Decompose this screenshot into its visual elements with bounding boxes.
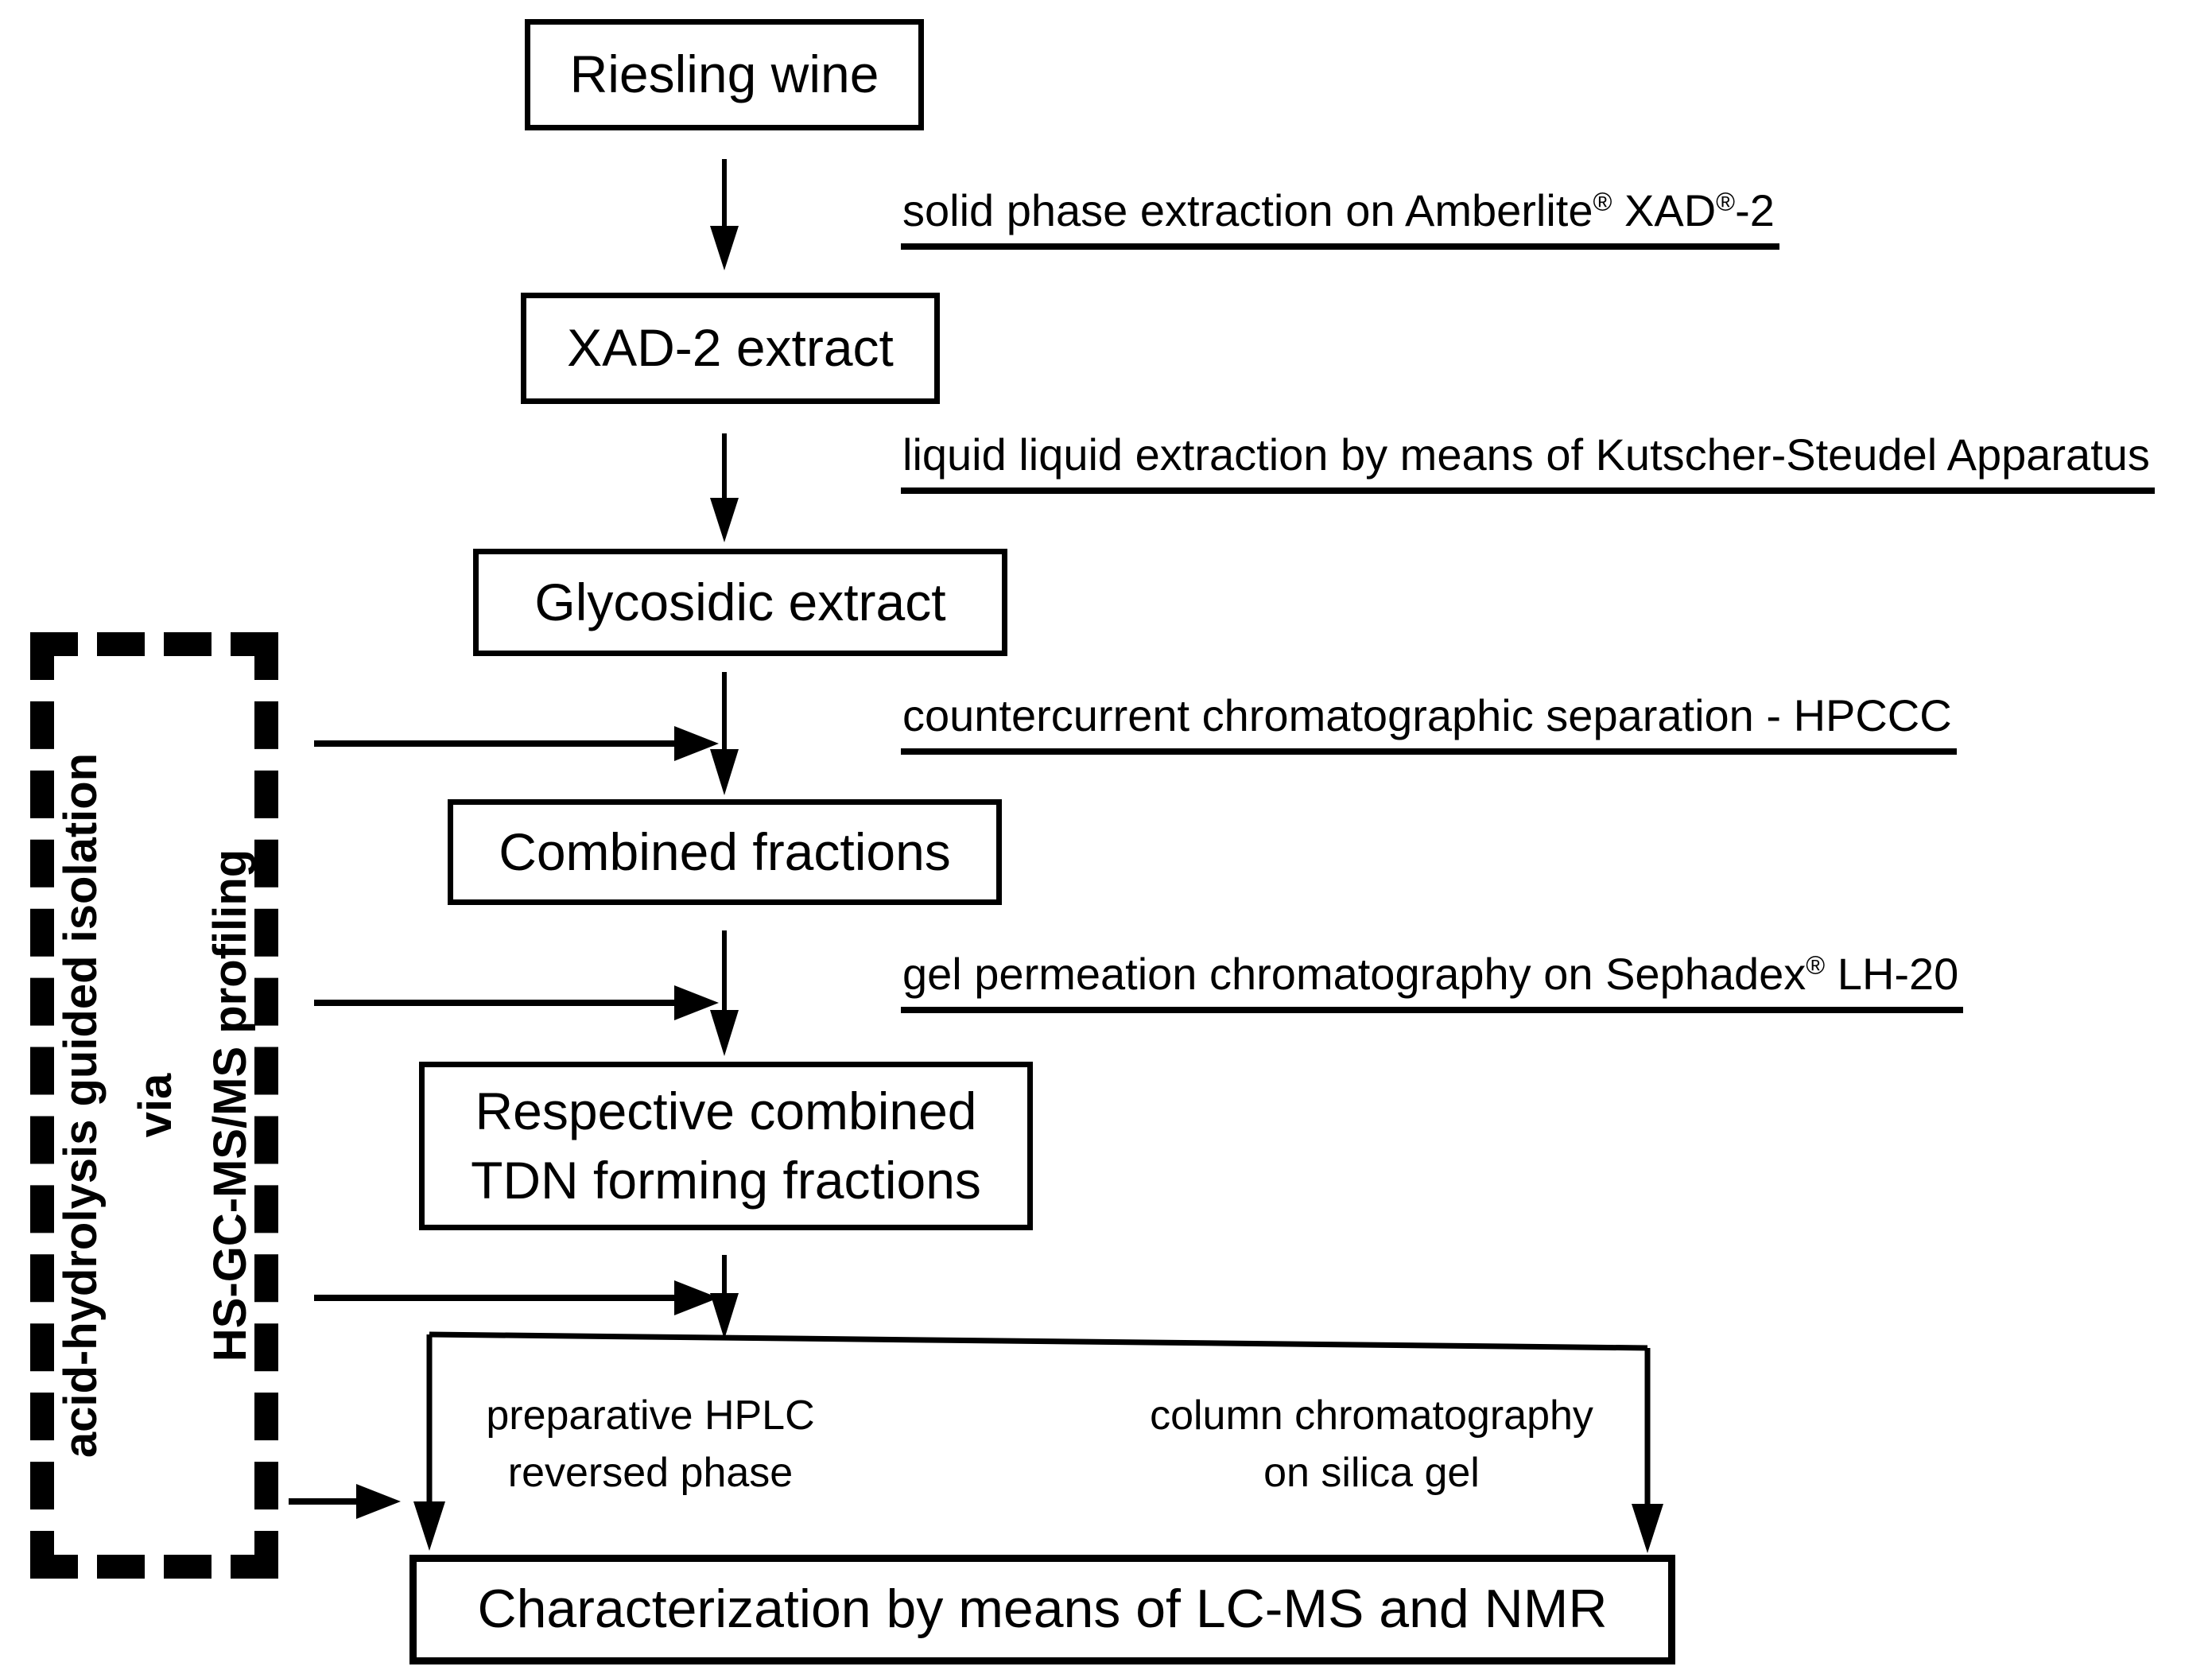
arrow-combined-to-tdn	[710, 930, 739, 1056]
registered-mark-icon: ®	[1593, 187, 1612, 216]
box-combined-fractions: Combined fractions	[448, 799, 1002, 905]
box-characterization: Characterization by means of LC-MS and N…	[409, 1555, 1675, 1664]
box-tdn-fractions: Respective combined TDN forming fraction…	[419, 1062, 1033, 1230]
side-arrow-left-drop	[289, 1484, 401, 1519]
branch-label-column-chromatography: column chromatography on silica gel	[1150, 1393, 1593, 1496]
registered-mark-icon: ®	[1716, 187, 1736, 216]
side-note-line1: acid-hydrolysis guided isolation	[55, 752, 107, 1459]
side-arrow-hpccc	[314, 726, 719, 761]
arrow-tdn-to-branches	[710, 1255, 739, 1339]
box-xad2-extract: XAD-2 extract	[521, 293, 940, 404]
box-tdn-fractions-line1: Respective combined	[475, 1081, 977, 1140]
side-arrow-branch-junction	[314, 1280, 719, 1315]
box-riesling-wine: Riesling wine	[525, 19, 924, 130]
box-riesling-wine-label: Riesling wine	[569, 45, 879, 104]
box-tdn-fractions-line2: TDN forming fractions	[471, 1151, 981, 1210]
box-combined-fractions-label: Combined fractions	[499, 822, 951, 881]
step-label-solid-phase-extraction: solid phase extraction on Amberlite® XAD…	[901, 185, 1779, 251]
dashed-acid-hydrolysis-frame	[30, 632, 278, 1579]
registered-mark-icon: ®	[1806, 950, 1826, 980]
arrow-glycosidic-to-combined	[710, 672, 739, 795]
arrow-xad2-to-glycosidic	[710, 433, 739, 542]
box-glycosidic-extract: Glycosidic extract	[473, 549, 1007, 656]
side-note-acid-hydrolysis: acid-hydrolysis guided isolation via HS-…	[44, 644, 282, 1567]
step-label-countercurrent-separation: countercurrent chromatographic separatio…	[901, 689, 1957, 755]
box-xad2-extract-label: XAD-2 extract	[567, 318, 894, 378]
box-glycosidic-extract-label: Glycosidic extract	[534, 572, 946, 631]
branch-bracket	[413, 1331, 1663, 1553]
step-label-liquid-liquid-extraction: liquid liquid extraction by means of Kut…	[901, 429, 2155, 495]
arrow-riesling-to-xad2	[710, 159, 739, 270]
branch-label-preparative-hplc: preparative HPLC reversed phase	[486, 1393, 815, 1496]
step-label-gel-permeation: gel permeation chromatography on Sephade…	[901, 948, 1964, 1014]
box-characterization-label: Characterization by means of LC-MS and N…	[477, 1579, 1608, 1640]
side-note-line3: HS-GC-MS/MS profiling	[204, 849, 256, 1362]
side-arrow-gpc	[314, 985, 719, 1020]
side-note-line2: via	[130, 1073, 181, 1138]
